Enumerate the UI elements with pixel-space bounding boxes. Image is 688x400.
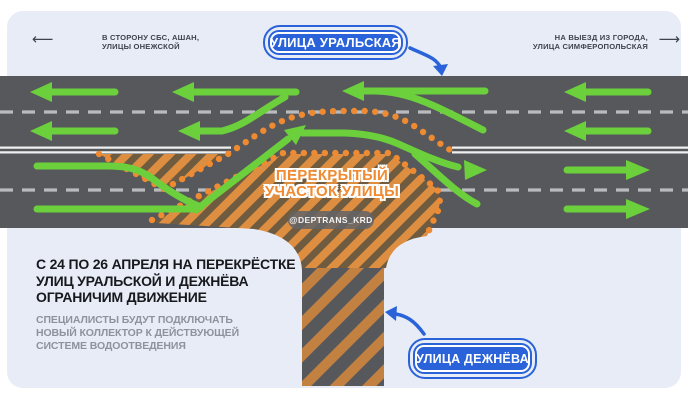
- arrowhead-east: [464, 160, 487, 180]
- closed-wedge-left: [99, 154, 228, 190]
- arrowhead-west: [172, 82, 194, 102]
- credit-badge: @DEPTRANS_KRD: [288, 211, 374, 229]
- uralskaya-pointer-arrow: [408, 46, 448, 76]
- traffic-flow-arrows: [30, 81, 652, 219]
- street-badge-uralskaya-label: УЛИЦА УРАЛЬСКАЯ: [268, 30, 403, 55]
- destination-right-line2: УЛИЦА СИМФЕРОПОЛЬСКАЯ: [532, 42, 648, 51]
- closure-boundary-dots: [95, 107, 458, 241]
- closed-area-label-line2: УЧАСТОК УЛИЦЫ: [264, 182, 400, 200]
- arrowhead-west: [564, 82, 586, 102]
- arrowhead-up-left: [385, 306, 397, 321]
- dezhnyova-pointer-arrow: [385, 306, 426, 336]
- announcement-body: СПЕЦИАЛИСТЫ БУДУТ ПОДКЛЮЧАТЬ НОВЫЙ КОЛЛЕ…: [36, 314, 239, 353]
- arrowhead-east: [626, 199, 650, 219]
- announcement-title-line2: УЛИЦ УРАЛЬСКОЙ И ДЕЖНЁВА: [36, 272, 249, 289]
- announcement-title-line1: С 24 ПО 26 АПРЕЛЯ НА ПЕРЕКРЁСТКЕ: [36, 256, 296, 272]
- street-badge-uralskaya: УЛИЦА УРАЛЬСКАЯ: [263, 25, 408, 60]
- arrowhead-west: [178, 121, 200, 141]
- arrowhead-down: [433, 64, 448, 76]
- destination-label-right: НА ВЫЕЗД ИЗ ГОРОДА, УЛИЦА СИМФЕРОПОЛЬСКА…: [533, 33, 648, 51]
- arrowhead-west: [30, 82, 52, 102]
- announcement-body-line3: СИСТЕМЕ ВОДООТВЕДЕНИЯ: [36, 340, 186, 352]
- double-center-line: [0, 146, 688, 154]
- right-direction-icon: ⟶: [658, 31, 680, 48]
- street-badge-dezhnyova-label: УЛИЦА ДЕЖНЁВА: [413, 343, 532, 374]
- announcement-title-line3: ОГРАНИЧИМ ДВИЖЕНИЕ: [36, 289, 207, 305]
- announcement-body-line1: СПЕЦИАЛИСТЫ БУДУТ ПОДКЛЮЧАТЬ: [36, 314, 233, 326]
- destination-left-line1: В СТОРОНУ СБС, АШАН,: [102, 33, 200, 42]
- boundary-dots-north: [95, 107, 458, 193]
- announcement-title: С 24 ПО 26 АПРЕЛЯ НА ПЕРЕКРЁСТКЕ УЛИЦ УР…: [36, 256, 296, 306]
- lane-markings: [0, 110, 688, 192]
- boundary-dots-main: [148, 149, 443, 241]
- destination-left-line2: УЛИЦЫ ОНЕЖСКОЙ: [102, 42, 180, 51]
- closed-area-label-line1: ПЕРЕКРЫТЫЙ: [275, 167, 389, 184]
- arrowhead-east: [626, 160, 650, 180]
- arrowhead-west: [564, 121, 586, 141]
- dezhnyova-road-closed: [257, 227, 429, 386]
- destination-right-line1: НА ВЫЕЗД ИЗ ГОРОДА,: [554, 33, 648, 42]
- street-badge-dezhnyova: УЛИЦА ДЕЖНЁВА: [408, 338, 537, 379]
- arrowhead-west: [342, 81, 364, 101]
- announcement-body-line2: НОВЫЙ КОЛЛЕКТОР К ДЕЙСТВУЮЩЕЙ: [36, 327, 240, 339]
- closed-area-label: ПЕРЕКРЫТЫЙ УЧАСТОК УЛИЦЫ: [222, 168, 442, 199]
- destination-label-left: В СТОРОНУ СБС, АШАН, УЛИЦЫ ОНЕЖСКОЙ: [102, 33, 199, 51]
- arrowhead-west: [30, 121, 52, 141]
- left-direction-icon: ⟵: [32, 31, 54, 48]
